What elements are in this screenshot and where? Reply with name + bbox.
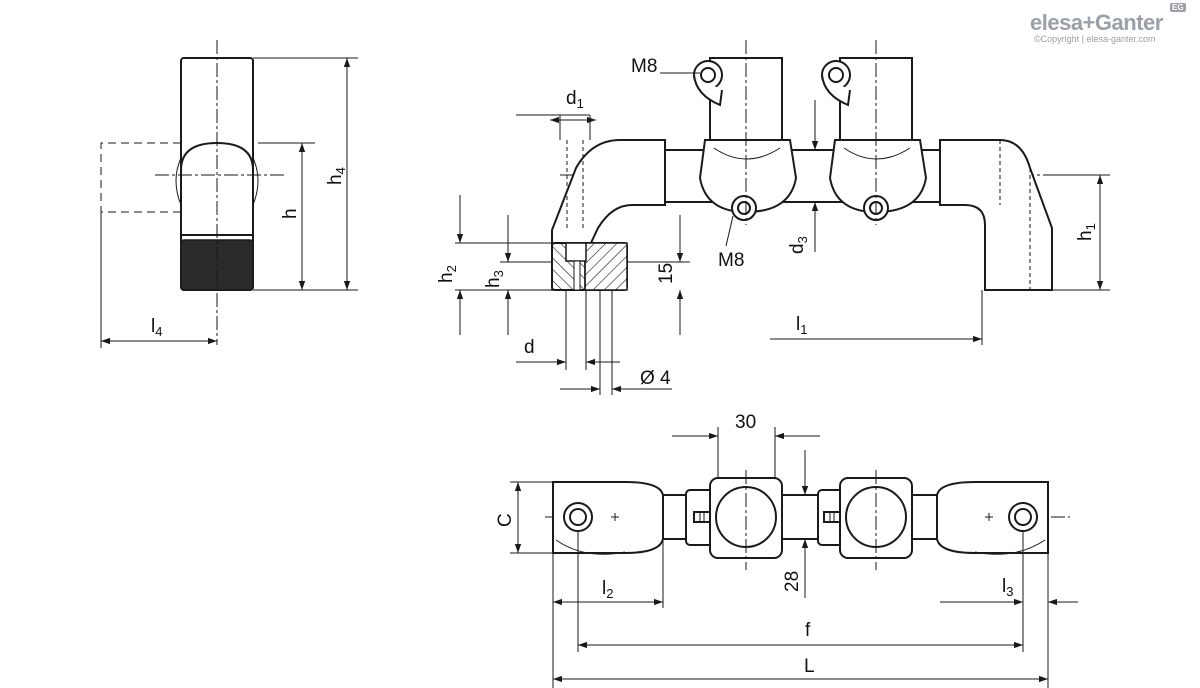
label-d3: d3: [787, 236, 810, 254]
side-view: h h4 l4: [100, 40, 358, 348]
label-d1: d1: [566, 88, 584, 111]
label-h2: h2: [436, 265, 459, 283]
top-clamp-left: [685, 477, 783, 559]
front-clamp-right: [821, 57, 928, 221]
left-bend-arm: [551, 139, 666, 246]
label-28: 28: [782, 571, 803, 592]
label-15: 15: [656, 263, 677, 284]
top-clamp-right: [817, 477, 913, 559]
label-L: L: [804, 656, 815, 677]
label-l4: l4: [151, 316, 162, 339]
label-h3: h3: [483, 270, 506, 288]
side-bulge: [175, 157, 259, 206]
label-c: C: [495, 513, 516, 527]
brand-badge: EG: [1170, 3, 1186, 12]
label-dia4: Ø 4: [640, 368, 671, 389]
front-view: M8 M8 d1 d3 h1 h2 h3 15 d Ø 4 l1: [436, 40, 1110, 395]
label-30: 30: [735, 412, 756, 433]
front-clamp-left: [693, 57, 798, 221]
label-d: d: [524, 337, 535, 358]
top-left-end: [552, 481, 664, 554]
label-m8-bottom: M8: [718, 250, 744, 271]
brand-copyright: ©Copyright | elesa-ganter.com: [1034, 34, 1156, 44]
label-h1: h1: [1075, 223, 1098, 241]
label-l1: l1: [796, 314, 807, 337]
label-h: h: [280, 208, 301, 219]
label-l2: l2: [602, 578, 613, 601]
right-bend-arm: [939, 139, 1053, 291]
top-view: 30 C 28 l2 l3 f L: [495, 412, 1078, 688]
brand-name: elesa+Ganter: [1030, 10, 1163, 35]
label-m8-top: M8: [631, 56, 657, 77]
side-hidden-arm: [100, 142, 181, 213]
brand-logo: elesa+Ganter ©Copyright | elesa-ganter.c…: [1030, 3, 1186, 44]
label-h4: h4: [325, 167, 348, 185]
label-l3: l3: [1002, 576, 1013, 599]
label-f: f: [805, 620, 811, 641]
